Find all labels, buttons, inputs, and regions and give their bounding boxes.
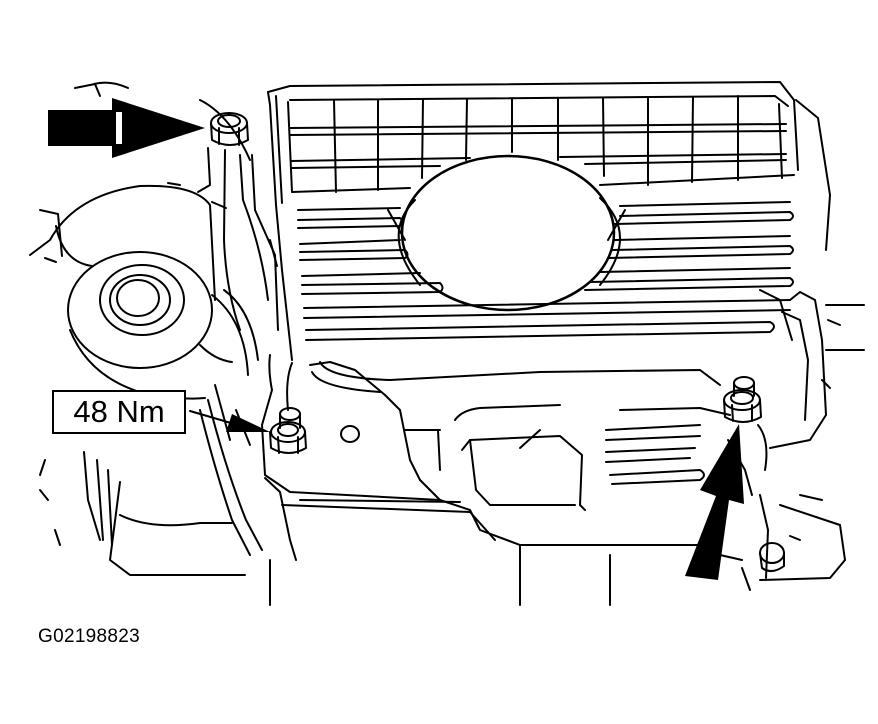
pulley bbox=[67, 251, 259, 376]
figure-id: G02198823 bbox=[38, 626, 141, 647]
fin-block bbox=[297, 154, 794, 341]
right-housing bbox=[741, 289, 865, 591]
bolt-icon bbox=[269, 407, 307, 454]
lower-flange bbox=[261, 354, 768, 606]
bracket bbox=[167, 147, 279, 331]
leader-arrow-icon bbox=[189, 410, 270, 432]
torque-label: 48 Nm bbox=[73, 394, 165, 429]
upper-cover bbox=[267, 81, 831, 361]
bolt-icon bbox=[723, 376, 762, 423]
bolt-icon bbox=[210, 112, 249, 146]
arrow-icon bbox=[48, 98, 205, 158]
torque-callout: 48 Nm bbox=[52, 390, 186, 434]
arrow-icon bbox=[685, 424, 744, 580]
left-housing bbox=[29, 81, 263, 576]
